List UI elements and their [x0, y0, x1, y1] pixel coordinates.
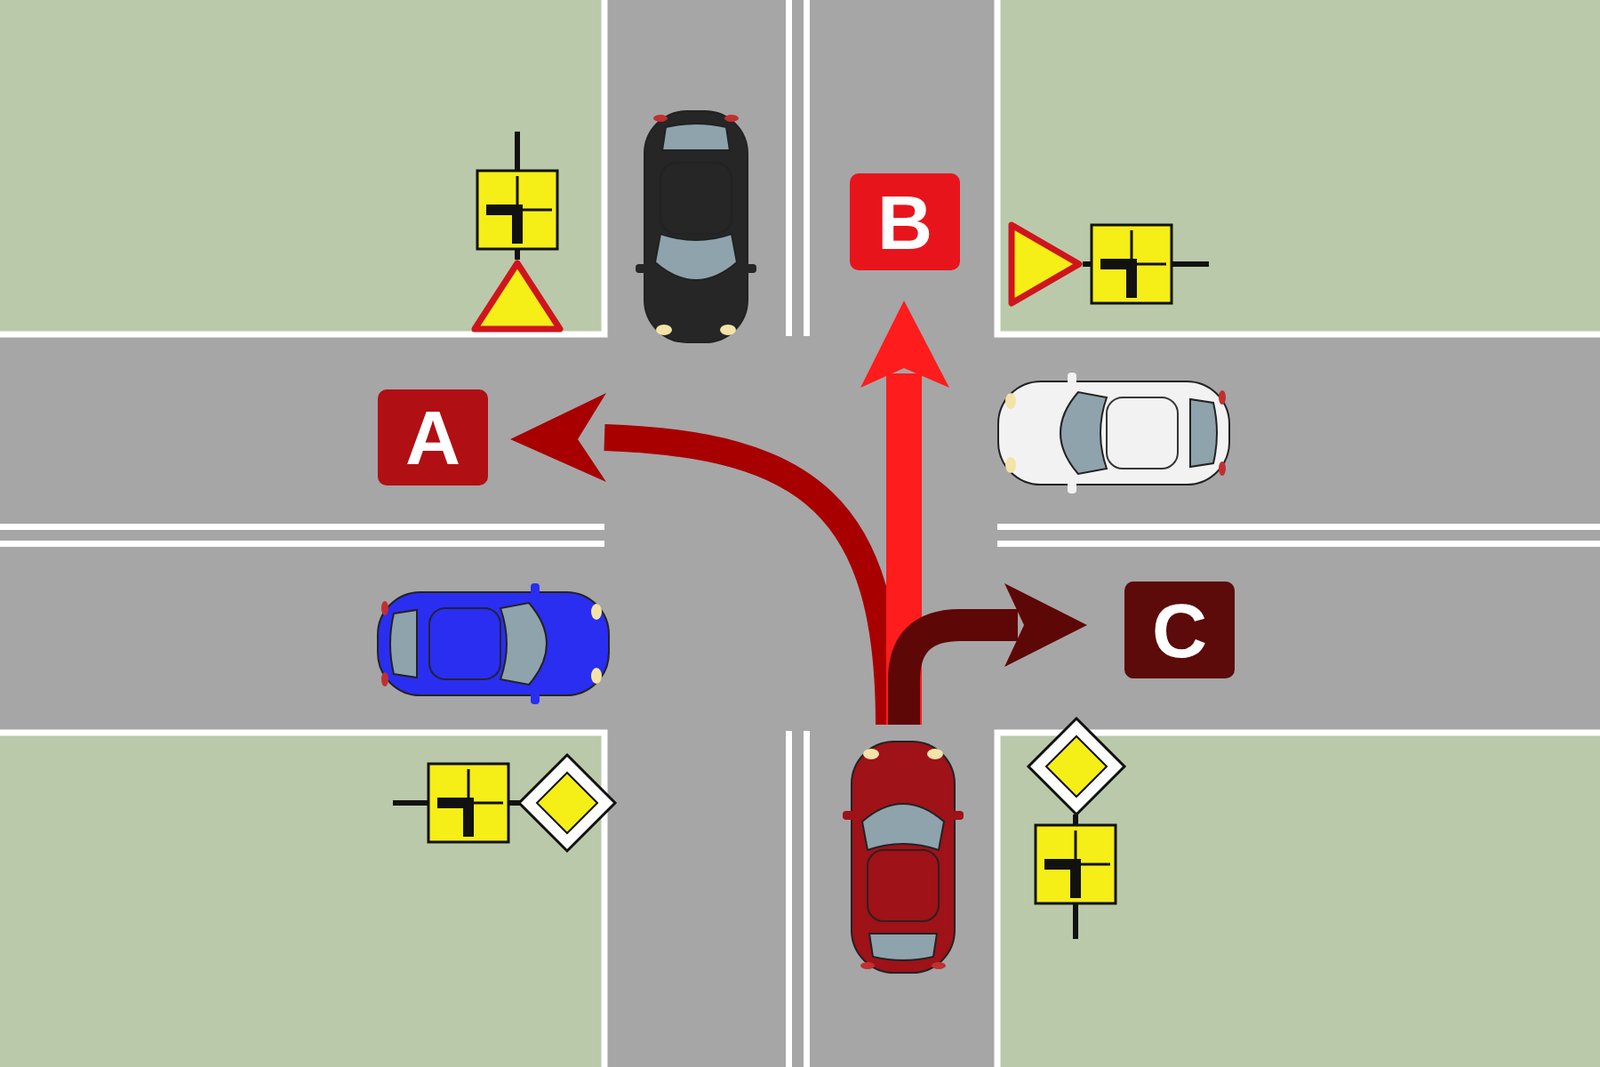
answer-box: B [849, 173, 960, 271]
answer-box: A [377, 389, 488, 486]
answer-letter: C [1152, 592, 1208, 669]
answer-box: C [1124, 581, 1235, 679]
answer-letter: B [877, 184, 933, 261]
answer-letter: A [405, 399, 461, 476]
